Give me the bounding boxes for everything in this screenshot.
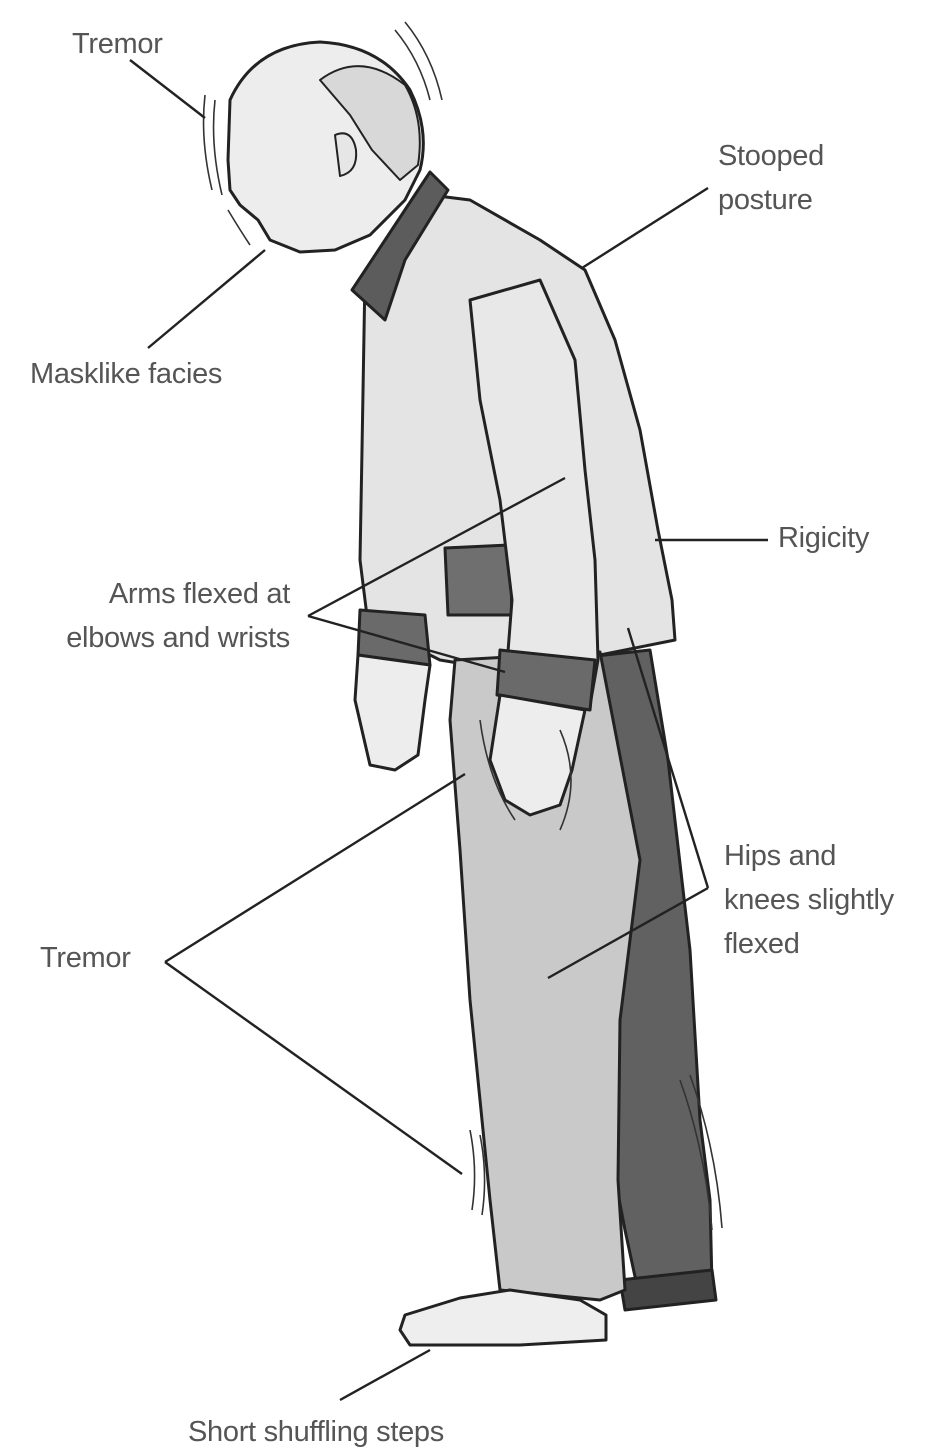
label-hips-knees: Hips and knees slightly flexed (724, 834, 894, 966)
leader-stooped (582, 188, 708, 268)
leader-steps (340, 1350, 430, 1400)
label-stooped-line-2: posture (718, 178, 824, 222)
label-arms-line-1: Arms flexed at (28, 572, 290, 616)
leader-tremor-2 (165, 962, 462, 1174)
label-tremor-limbs: Tremor (40, 936, 131, 980)
label-stooped-line-1: Stooped (718, 134, 824, 178)
label-hips-line-1: Hips and (724, 834, 894, 878)
leader-masklike (148, 250, 265, 348)
label-rigidity: Rigicity (778, 516, 869, 560)
pocket (445, 545, 512, 615)
label-arms-line-2: elbows and wrists (28, 616, 290, 660)
front-shoe (400, 1290, 606, 1345)
label-arms-flexed: Arms flexed at elbows and wrists (28, 572, 290, 660)
label-hips-line-3: flexed (724, 922, 894, 966)
label-tremor-head: Tremor (72, 22, 163, 66)
leader-tremor-head (130, 60, 205, 118)
far-hand (355, 655, 430, 770)
leader-tremor-1 (165, 774, 465, 962)
label-masklike-facies: Masklike facies (30, 352, 222, 396)
label-hips-line-2: knees slightly (724, 878, 894, 922)
label-stooped-posture: Stooped posture (718, 134, 824, 222)
label-short-shuffling-steps: Short shuffling steps (188, 1410, 444, 1454)
